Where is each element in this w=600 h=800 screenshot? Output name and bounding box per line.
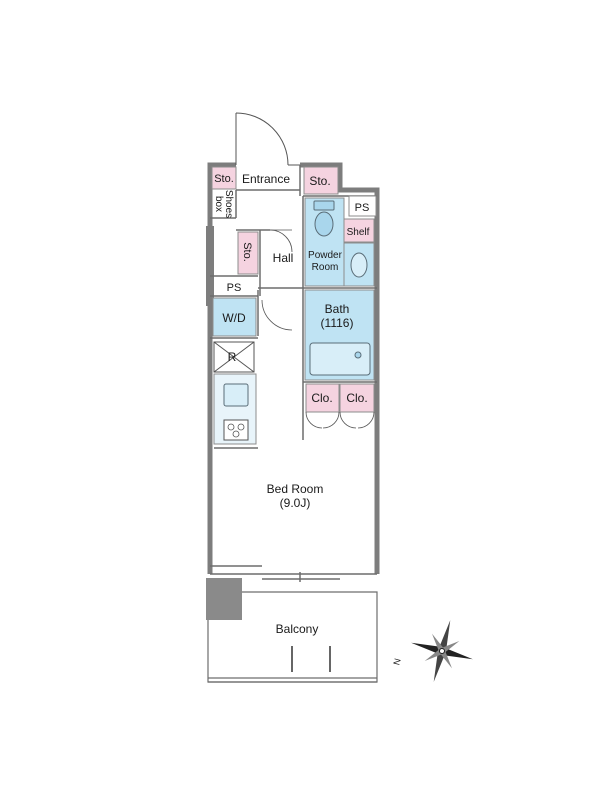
stove-icon [223, 419, 249, 441]
label-hall: Hall [273, 251, 294, 265]
label-bedroom-2: (9.0J) [280, 496, 311, 510]
storage-areas [211, 166, 377, 413]
label-powder-1: Powder [308, 250, 343, 261]
label-powder-2: Room [312, 262, 339, 273]
label-sto-entrance-left: Sto. [214, 173, 234, 185]
label-sto-hall: Sto. [241, 242, 253, 262]
fridge-icon [213, 341, 255, 373]
clo-right-fill [339, 383, 375, 413]
outer-walls [207, 162, 380, 574]
interior-walls [210, 165, 377, 449]
drain-markers [291, 646, 331, 672]
compass-north-label: N [391, 657, 402, 666]
wall-pillar-bottom [206, 578, 242, 620]
label-ps-left: PS [227, 282, 242, 294]
compass-rose-icon [411, 620, 473, 682]
stove-burners-icon [227, 423, 245, 438]
powder-sink-icon [350, 252, 368, 278]
fixtures [223, 200, 371, 441]
label-clo-left: Clo. [311, 391, 332, 405]
interior-doors [257, 229, 375, 429]
label-bath-1: Bath [325, 302, 350, 316]
sto-entrance-right-fill [303, 166, 339, 195]
label-bedroom-1: Bed Room [267, 482, 324, 496]
wall-pillar-left [206, 226, 214, 306]
label-shelf: Shelf [347, 227, 370, 238]
label-clo-right: Clo. [346, 391, 367, 405]
label-ps-top: PS [355, 202, 370, 214]
bathtub-icon [309, 342, 371, 376]
ps-top-fill [348, 195, 377, 217]
entrance-door [235, 112, 300, 166]
kitchen-sink-icon [223, 383, 249, 407]
label-fridge: R [228, 350, 237, 364]
label-bath-2: (1116) [321, 316, 354, 330]
label-shoes-box-1: Shoes [223, 190, 234, 218]
label-balcony: Balcony [276, 622, 319, 636]
bath-tap-icon [354, 351, 362, 359]
balcony-outline [207, 591, 378, 683]
label-shoes-box-2: box [213, 196, 224, 212]
toilet-tank-icon [313, 200, 335, 211]
label-entrance: Entrance [242, 172, 290, 186]
label-sto-entrance-right: Sto. [309, 174, 330, 188]
window-wall [210, 565, 377, 582]
wd-fill [212, 297, 257, 337]
label-wd: W/D [222, 311, 246, 325]
sto-hall-fill [237, 231, 259, 275]
toilet-bowl-icon [314, 211, 334, 237]
clo-left-fill [305, 383, 340, 413]
sto-entrance-left-fill [211, 166, 237, 190]
